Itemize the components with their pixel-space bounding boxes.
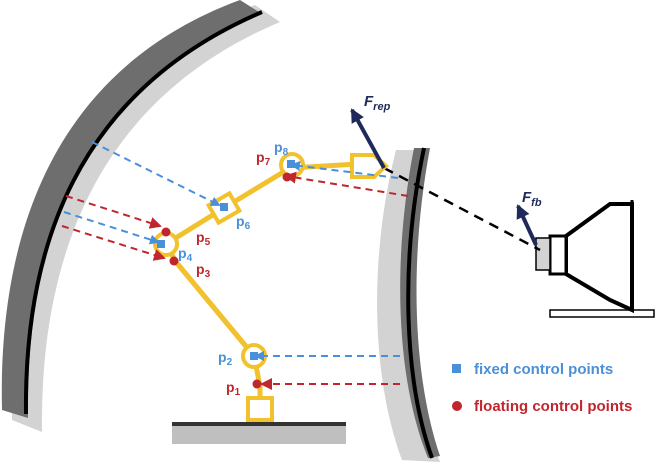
label-f-fb: Ffb: [522, 189, 542, 209]
robot-base: [172, 422, 346, 444]
sensor-line: [383, 166, 541, 252]
legend: fixed control points floating control po…: [452, 361, 632, 415]
label-f-rep: Frep: [364, 93, 391, 113]
label-p8: p8: [274, 139, 289, 158]
label-p5: p5: [196, 229, 211, 248]
label-p7: p7: [256, 149, 271, 168]
floating-control-points: [161, 172, 292, 389]
legend-fixed-marker: [452, 364, 461, 373]
label-p2: p2: [218, 349, 233, 368]
f-fb-arrow: [516, 204, 538, 246]
label-p4: p4: [178, 245, 193, 264]
f-rep-arrow: [350, 108, 386, 169]
legend-floating-label: floating control points: [474, 398, 632, 415]
floating-point-arrows: [61, 171, 409, 390]
legend-floating-marker: [452, 401, 462, 411]
label-p3: p3: [196, 261, 211, 280]
label-p6: p6: [236, 213, 251, 232]
legend-fixed-label: fixed control points: [474, 361, 613, 378]
right-wall: [377, 147, 440, 462]
label-p1: p1: [226, 379, 241, 398]
robot-arm: [153, 152, 389, 422]
left-wall: [1, 0, 281, 432]
fixed-control-points: [157, 160, 295, 360]
camera-device: [535, 200, 655, 318]
fixed-point-arrows: [63, 141, 400, 361]
